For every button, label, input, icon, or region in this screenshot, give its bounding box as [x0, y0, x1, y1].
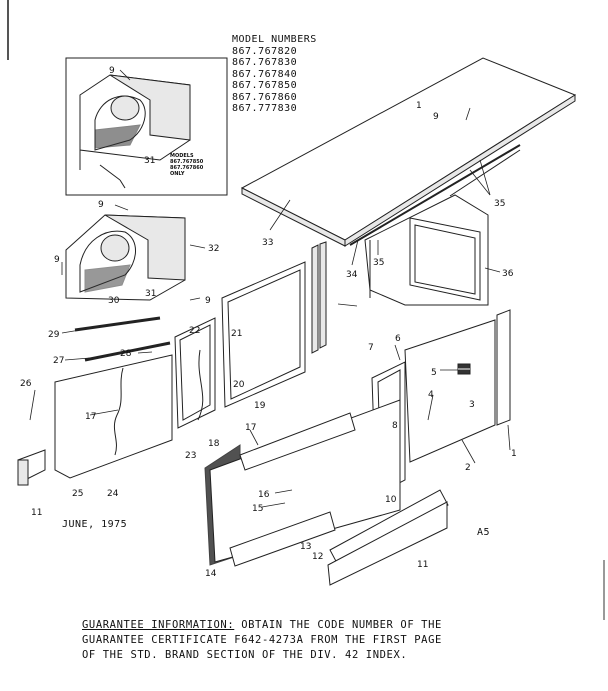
- part-label: 10: [385, 495, 397, 505]
- part-label: 9: [433, 112, 439, 122]
- inset-models-note: MODELS 867.767850 867.767860 ONLY: [170, 153, 203, 177]
- part-label: 33: [262, 238, 273, 248]
- part-label: 6: [395, 334, 401, 344]
- part-label: 28: [120, 349, 132, 359]
- part-label: 25: [72, 489, 83, 499]
- model-number: 867.777830: [232, 103, 298, 114]
- model-number: 867.767840: [232, 68, 298, 80]
- scroll-housing: [65, 214, 186, 301]
- part-label: 14: [205, 569, 217, 579]
- part-label: 31: [144, 156, 155, 166]
- strip-29: [74, 316, 161, 332]
- guarantee-line-2: GUARANTEE CERTIFICATE F642-4273A FROM TH…: [82, 634, 442, 646]
- part-label: 11: [31, 508, 42, 518]
- part-label: 35: [494, 199, 505, 209]
- part-label: 24: [107, 489, 119, 499]
- front-panel: [204, 399, 401, 566]
- filter-panel: [221, 261, 306, 408]
- model-numbers-list: MODEL NUMBERS 867.767820 867.767830 867.…: [232, 34, 317, 115]
- strip-27: [84, 341, 171, 362]
- part-label: 11: [417, 560, 428, 570]
- part-label: 30: [108, 296, 120, 306]
- top-cover-panel: [240, 57, 577, 247]
- part-label: 1: [416, 101, 422, 111]
- vertical-strips: [311, 241, 511, 426]
- guarantee-lead: GUARANTEE INFORMATION:: [82, 619, 235, 631]
- part-label: 19: [254, 401, 266, 411]
- part-label: 26: [20, 379, 32, 389]
- part-label: 29: [48, 330, 60, 340]
- model-number: 867.767820: [232, 45, 298, 57]
- part-label: 9: [205, 296, 211, 306]
- part-label: 20: [233, 380, 245, 390]
- part-label: 31: [145, 289, 156, 299]
- gasket-frame: [174, 317, 216, 429]
- part-label: 27: [53, 356, 64, 366]
- part-label: 17: [85, 412, 96, 422]
- part-label: 5: [431, 368, 437, 378]
- base-rails: [229, 489, 449, 586]
- model-number: 867.767830: [232, 57, 298, 68]
- guarantee-line-1: GUARANTEE INFORMATION: OBTAIN THE CODE N…: [82, 618, 442, 633]
- guarantee-information: GUARANTEE INFORMATION: OBTAIN THE CODE N…: [82, 618, 442, 663]
- right-side-panel: [404, 319, 496, 463]
- part-label: 12: [312, 552, 323, 562]
- part-label: 23: [185, 451, 196, 461]
- part-label: 21: [231, 329, 242, 339]
- part-label: 22: [189, 326, 200, 336]
- part-label: 3: [469, 400, 475, 410]
- inset-note-line: MODELS: [170, 153, 194, 159]
- part-number-labels: 1 9 35 33 34 35 36 9 31 9 32 9 31 30 9 2…: [20, 66, 517, 579]
- part-label: 7: [368, 343, 374, 353]
- part-label: 32: [208, 244, 219, 254]
- part-label: 8: [392, 421, 398, 431]
- part-label: 16: [258, 490, 270, 500]
- model-number: 867.767860: [232, 91, 298, 103]
- guarantee-line-3: OF THE STD. BRAND SECTION OF THE DIV. 42…: [82, 649, 408, 661]
- left-side-panel: [17, 354, 173, 486]
- part-label: 2: [465, 463, 471, 473]
- rear-frame: [364, 194, 489, 306]
- leader-lines: [29, 69, 511, 508]
- part-label: 36: [502, 269, 514, 279]
- revision-date: JUNE, 1975: [62, 519, 128, 530]
- model-numbers-heading: MODEL NUMBERS: [232, 34, 317, 45]
- part-label: 13: [300, 542, 311, 552]
- part-label: 34: [346, 270, 358, 280]
- part-label: 15: [252, 504, 263, 514]
- part-label: 18: [208, 439, 220, 449]
- part-label: 17: [245, 423, 256, 433]
- part-label: 9: [54, 255, 60, 265]
- guarantee-line-1-rest: OBTAIN THE CODE NUMBER OF THE: [234, 619, 442, 631]
- model-number: 867.767850: [232, 80, 298, 91]
- part-label: 1: [511, 449, 517, 459]
- inset-scroll-housing: [79, 74, 191, 189]
- inset-note-line: ONLY: [170, 171, 185, 177]
- inset-note-line: 867.767850: [170, 159, 204, 165]
- inset-note-line: 867.767860: [170, 165, 204, 171]
- part-label: 9: [109, 66, 115, 76]
- page-reference: A5: [477, 527, 491, 538]
- part-label: 9: [98, 200, 104, 210]
- part-label: 4: [428, 390, 434, 400]
- inset-box: [65, 57, 228, 196]
- part-label: 35: [373, 258, 384, 268]
